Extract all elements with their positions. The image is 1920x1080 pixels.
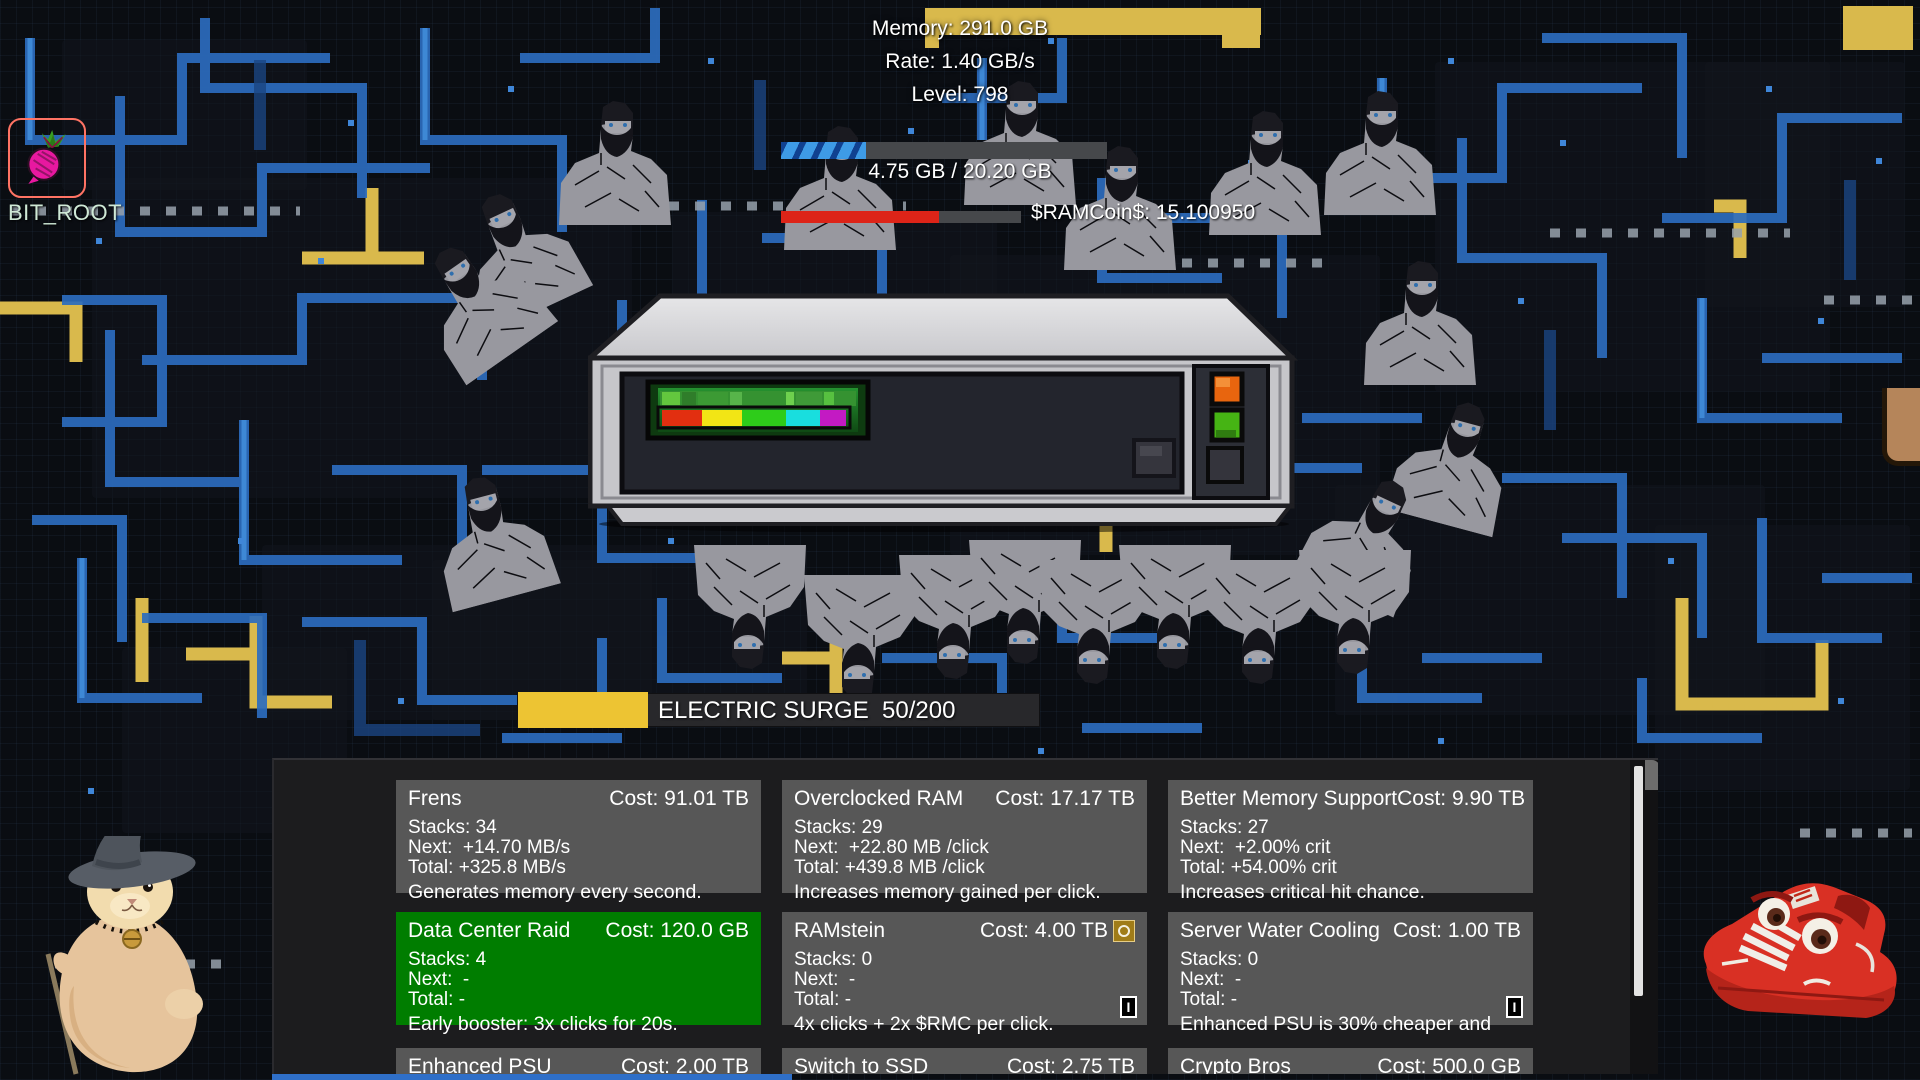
beet-icon	[27, 130, 66, 184]
xp-progress-fill	[781, 142, 866, 159]
info-icon[interactable]: I	[1506, 996, 1523, 1018]
upgrade-cost: Cost: 17.17 TB	[995, 787, 1135, 810]
shop-card-crypto-bros[interactable]: Crypto Bros Cost: 500.0 GB	[1168, 1048, 1533, 1074]
upgrade-cost: Cost: 91.01 TB	[609, 787, 749, 810]
upgrade-name: Frens	[408, 787, 462, 810]
level-counter: Level: 798	[911, 83, 1009, 106]
shop-card-ramstein[interactable]: RAMstein Cost: 4.00 TB Stacks: 0 Next: -…	[782, 912, 1147, 1035]
upgrade-cost: Cost: 2.00 TB	[620, 1055, 749, 1074]
device-base-lip	[603, 504, 1295, 526]
upgrade-name: RAMstein	[794, 919, 886, 942]
device-top-face	[588, 293, 1299, 361]
upgrade-stacks: Stacks: 0	[794, 949, 873, 970]
shop-card-data-center-raid[interactable]: Data Center Raid Cost: 120.0 GB Stacks: …	[396, 912, 761, 1035]
upgrade-description: Enhanced PSU is 30% cheaper and	[1180, 1013, 1492, 1035]
shop-card-server-water-cooling[interactable]: Server Water Cooling Cost: 1.00 TB Stack…	[1168, 912, 1533, 1035]
upgrade-cost: Cost: 120.0 GB	[605, 919, 749, 942]
upgrade-next: Next: +14.70 MB/s	[408, 837, 571, 858]
upgrade-cost: Cost: 4.00 TB	[979, 919, 1108, 942]
shop-card-frens[interactable]: Frens Cost: 91.01 TB Stacks: 34 Next: +1…	[396, 780, 761, 903]
upgrade-description: Increases critical hit chance.	[1180, 881, 1425, 903]
right-edge-marker	[1882, 388, 1920, 466]
upgrade-name: Server Water Cooling	[1180, 919, 1380, 942]
upgrade-description: Generates memory every second.	[408, 881, 702, 903]
electric-surge-fill	[518, 692, 649, 728]
shop-scrollbar-corner	[1645, 760, 1658, 790]
memory-bank-unit[interactable]	[588, 290, 1310, 532]
upgrade-name: Data Center Raid	[408, 919, 571, 942]
display-rainbow-meter	[656, 405, 852, 430]
upgrade-stacks: Stacks: 34	[408, 817, 497, 838]
ramcoin-progress-bar	[781, 211, 1021, 223]
electric-surge-bar: ELECTRIC SURGE 50/200	[517, 692, 1040, 728]
info-icon[interactable]: I	[1120, 996, 1137, 1018]
upgrade-description: Increases memory gained per click.	[794, 881, 1101, 903]
upgrade-total: Total: -	[794, 989, 852, 1010]
upgrade-shop-panel: Frens Cost: 91.01 TB Stacks: 34 Next: +1…	[272, 758, 1658, 1074]
upgrade-next: Next: +2.00% crit	[1180, 837, 1331, 858]
upgrade-next: Next: -	[408, 969, 470, 990]
upgrade-cost: Cost: 9.90 TB	[1397, 787, 1526, 810]
upgrade-description: Early booster: 3x clicks for 20s.	[408, 1013, 678, 1035]
bit-root-frame[interactable]	[8, 118, 86, 198]
upgrade-next: Next: -	[794, 969, 856, 990]
upgrade-cost: Cost: 2.75 TB	[1006, 1055, 1135, 1074]
googly-eyes	[1750, 891, 1844, 954]
shop-card-overclocked-ram[interactable]: Overclocked RAM Cost: 17.17 TB Stacks: 2…	[782, 780, 1147, 903]
upgrade-cost: Cost: 1.00 TB	[1392, 919, 1521, 942]
upgrade-next: Next: -	[1180, 969, 1242, 990]
upgrade-stacks: Stacks: 29	[794, 817, 883, 838]
upgrade-name: Switch to SSD	[794, 1055, 929, 1074]
upgrade-total: Total: -	[408, 989, 466, 1010]
upgrade-total: Total: -	[1180, 989, 1238, 1010]
upgrade-stacks: Stacks: 4	[408, 949, 487, 970]
red-sneaker-sprite	[1703, 883, 1897, 1018]
wizard-cat-sprite	[45, 836, 203, 1075]
device-small-button	[1132, 438, 1176, 478]
bit-root-powerup[interactable]: BIT_ROOT	[8, 118, 123, 226]
upgrade-stacks: Stacks: 27	[1180, 817, 1269, 838]
upgrade-name: Crypto Bros	[1180, 1055, 1291, 1074]
wizard-hat	[68, 836, 196, 889]
upgrade-name: Better Memory Support	[1180, 787, 1398, 810]
ramcoin-cost-icon	[1113, 920, 1135, 942]
device-port-button	[1206, 446, 1244, 484]
shop-card-switch-to-ssd[interactable]: Switch to SSD Cost: 2.75 TB	[782, 1048, 1147, 1074]
xp-progress-bar	[781, 142, 1107, 159]
hud: Memory: 291.0 GB Rate: 1.40 GB/s Level: …	[660, 12, 1260, 111]
upgrade-name: Enhanced PSU	[408, 1055, 552, 1074]
rate-counter: Rate: 1.40 GB/s	[885, 50, 1035, 73]
shop-card-enhanced-psu[interactable]: Enhanced PSU Cost: 2.00 TB	[396, 1048, 761, 1074]
upgrade-stacks: Stacks: 0	[1180, 949, 1259, 970]
bottom-blue-strip	[272, 1070, 792, 1080]
bit-root-label: BIT_ROOT	[8, 200, 123, 225]
upgrade-total: Total: +325.8 MB/s	[408, 857, 566, 878]
dark-blue-traces	[254, 60, 1856, 736]
shop-scrollbar[interactable]	[1634, 766, 1643, 996]
xp-progress-label: 4.75 GB / 20.20 GB	[868, 160, 1052, 183]
display-pixel-row	[660, 391, 856, 406]
ramcoin-label: $RAMCoin$: 15.100950	[1031, 201, 1256, 224]
shop-card-better-memory-support[interactable]: Better Memory Support Cost: 9.90 TB Stac…	[1168, 780, 1533, 903]
ramcoin-progress-fill	[781, 211, 940, 223]
upgrade-description: 4x clicks + 2x $RMC per click.	[794, 1013, 1054, 1035]
electric-surge-label: ELECTRIC SURGE 50/200	[658, 697, 956, 724]
upgrade-next: Next: +22.80 MB /click	[794, 837, 989, 858]
memory-counter: Memory: 291.0 GB	[871, 17, 1049, 40]
upgrade-total: Total: +54.00% crit	[1180, 857, 1337, 878]
upgrade-total: Total: +439.8 MB /click	[794, 857, 985, 878]
upgrade-name: Overclocked RAM	[794, 787, 964, 810]
upgrade-cost: Cost: 500.0 GB	[1377, 1055, 1521, 1074]
